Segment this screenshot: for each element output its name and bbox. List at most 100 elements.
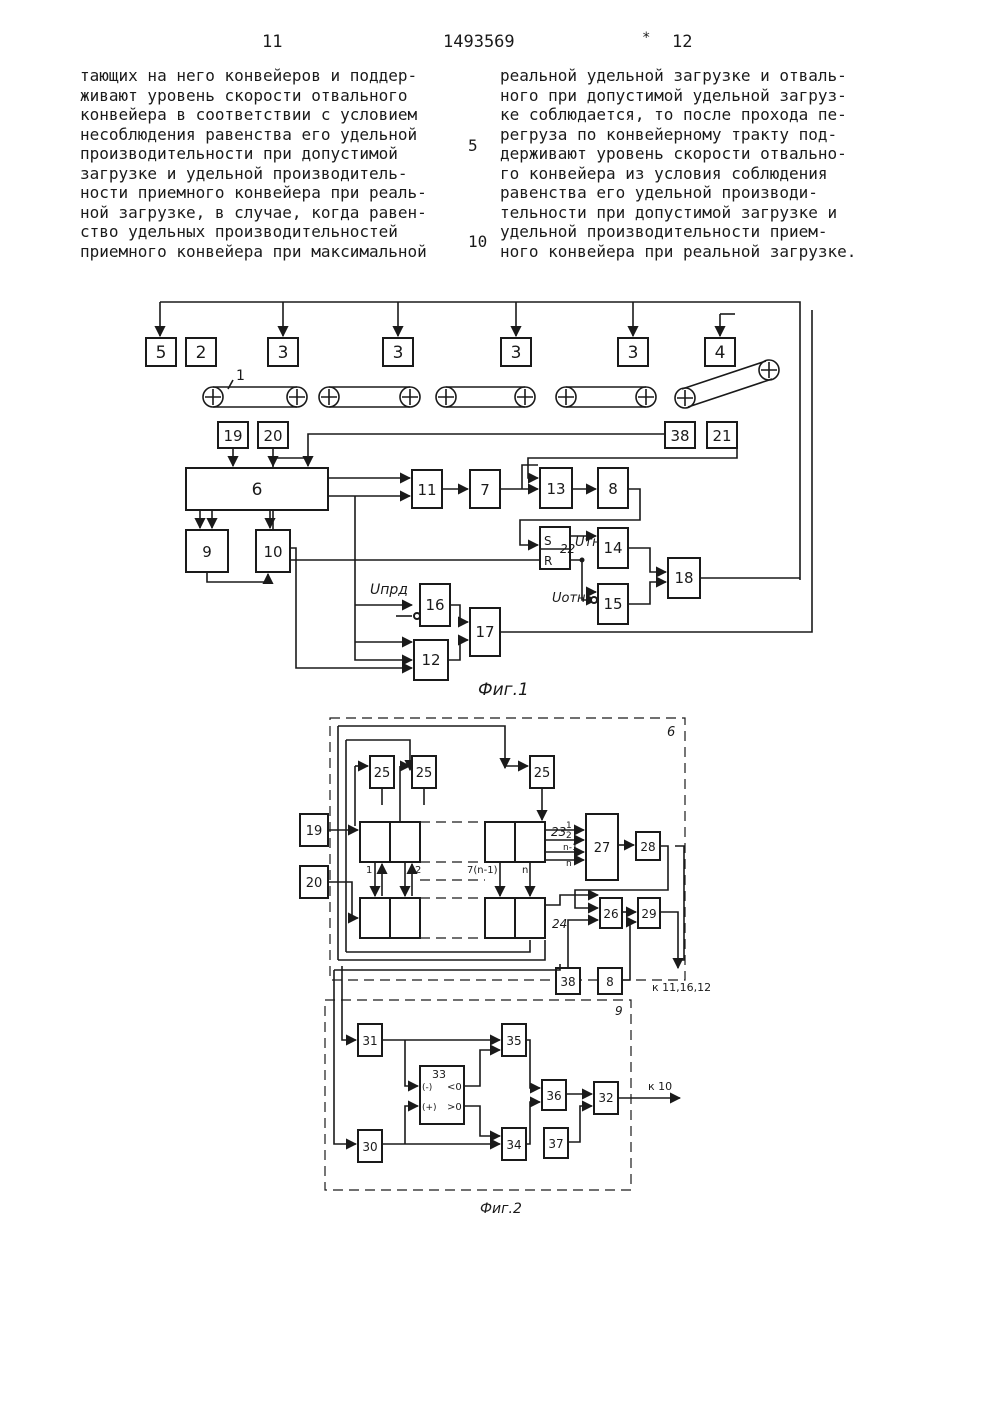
svg-text:31: 31 (362, 1034, 377, 1048)
top-block-3a: 3 (268, 338, 298, 366)
svg-text:19: 19 (306, 824, 323, 839)
svg-text:21: 21 (712, 427, 731, 445)
svg-text:38: 38 (670, 427, 689, 445)
svg-text:25: 25 (374, 766, 391, 781)
svg-text:6: 6 (252, 480, 263, 500)
svg-text:15: 15 (603, 595, 622, 613)
svg-text:(-): (-) (422, 1083, 432, 1093)
block-32: 32 (594, 1082, 618, 1114)
block-14: 14 (598, 528, 628, 568)
conveyor-5-inclined (675, 360, 779, 408)
top-block-3d: 3 (618, 338, 648, 366)
input-label-n1: n-1 (563, 843, 578, 853)
figure-2-caption: Фиг.2 (480, 1201, 522, 1217)
svg-text:11: 11 (417, 481, 436, 499)
conveyor-2 (319, 387, 420, 407)
block-10: 10 (256, 530, 290, 572)
conveyor-label: 1 (236, 368, 245, 384)
block-7: 7 (470, 470, 500, 508)
block-34: 34 (502, 1128, 526, 1160)
block-13: 13 (540, 468, 572, 508)
svg-text:37: 37 (548, 1137, 563, 1151)
figure-2: 6 25 25 25 23 24 (300, 718, 711, 1217)
top-block-5: 5 (146, 338, 176, 366)
svg-text:28: 28 (640, 840, 655, 854)
cell-label-2: 2 (415, 865, 421, 876)
svg-text:12: 12 (421, 651, 440, 669)
svg-text:25: 25 (416, 766, 433, 781)
block-25a: 25 (370, 756, 394, 788)
block-31: 31 (358, 1024, 382, 1056)
svg-text:34: 34 (506, 1138, 521, 1152)
svg-text:17: 17 (475, 623, 494, 641)
block-28: 28 (636, 832, 660, 860)
block-26: 26 (600, 898, 622, 928)
block-11: 11 (412, 470, 442, 508)
top-block-3b: 3 (383, 338, 413, 366)
svg-text:25: 25 (534, 766, 551, 781)
block-9-label: 9 (615, 1004, 623, 1018)
svg-text:16: 16 (425, 596, 444, 614)
block-21: 21 (707, 422, 737, 448)
svg-text:26: 26 (603, 907, 618, 921)
svg-text:30: 30 (362, 1140, 377, 1154)
block-8: 8 (598, 468, 628, 508)
svg-text:35: 35 (506, 1034, 521, 1048)
input-label-2: 2 (566, 831, 572, 841)
input-label-1: 1 (566, 821, 572, 831)
block-25c: 25 (530, 756, 554, 788)
svg-text:3: 3 (511, 343, 522, 363)
svg-text:20: 20 (306, 876, 323, 891)
block-17: 17 (470, 608, 500, 656)
svg-text:2: 2 (196, 343, 207, 363)
label-u-pr: Uпрд (370, 582, 408, 598)
block-15: 15 (598, 584, 628, 624)
block-20: 20 (300, 866, 328, 898)
block-22-trigger: S R 22 (540, 527, 575, 569)
svg-text:>0: >0 (447, 1102, 462, 1113)
svg-text:32: 32 (598, 1091, 613, 1105)
input-label-n: n (566, 859, 572, 869)
block-6: 6 (186, 468, 328, 510)
block-38: 38 (556, 968, 580, 994)
svg-text:20: 20 (263, 427, 282, 445)
output-to-11-16-12: к 11,16,12 (652, 981, 711, 994)
block-19: 19 (218, 422, 248, 448)
block-33-comparator: 33 (-) (+) <0 >0 (420, 1066, 464, 1124)
svg-text:5: 5 (156, 343, 167, 363)
block-18: 18 (668, 558, 700, 598)
svg-text:S: S (544, 534, 552, 548)
svg-text:18: 18 (674, 569, 693, 587)
top-block-3c: 3 (501, 338, 531, 366)
svg-text:19: 19 (223, 427, 242, 445)
svg-text:33: 33 (432, 1068, 446, 1081)
svg-text:13: 13 (546, 480, 565, 498)
register-24-label: 24 (552, 917, 567, 931)
block-37: 37 (544, 1128, 568, 1158)
top-block-4: 4 (705, 338, 735, 366)
svg-text:(+): (+) (422, 1103, 437, 1113)
block-19: 19 (300, 814, 328, 846)
svg-text:27: 27 (594, 841, 611, 856)
svg-text:9: 9 (202, 543, 212, 561)
block-38: 38 (665, 422, 695, 448)
block-16: 16 (420, 584, 450, 626)
label-u-otn: Uотн (552, 591, 586, 606)
conveyor-4 (556, 387, 656, 407)
svg-text:3: 3 (278, 343, 289, 363)
register-23-label: 23 (551, 825, 566, 839)
cell-label-n: n (522, 865, 528, 876)
block-12: 12 (414, 640, 448, 680)
block-30: 30 (358, 1130, 382, 1162)
figure-1-caption: Фиг.1 (478, 680, 529, 700)
register-23 (360, 822, 545, 862)
block-27: 27 (586, 814, 618, 880)
block-6-label: 6 (667, 725, 675, 740)
output-to-10: к 10 (648, 1080, 672, 1093)
svg-text:4: 4 (715, 343, 726, 363)
block-9: 9 (186, 530, 228, 572)
svg-text:14: 14 (603, 539, 622, 557)
block-36: 36 (542, 1080, 566, 1110)
svg-text:10: 10 (263, 543, 282, 561)
